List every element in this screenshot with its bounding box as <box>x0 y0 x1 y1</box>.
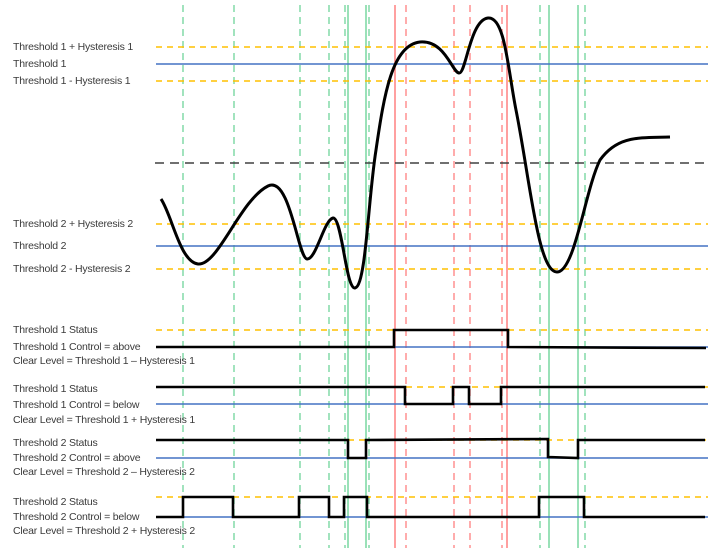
panel-1-status: Threshold 1 Status <box>13 324 98 336</box>
panel-4-lines <box>156 495 708 519</box>
panel-4-clear: Clear Level = Threshold 2 + Hysteresis 2 <box>13 525 196 537</box>
panel-1-control: Threshold 1 Control = above <box>13 341 141 353</box>
panel-4-control: Threshold 2 Control = below <box>13 511 140 523</box>
panel-3-control: Threshold 2 Control = above <box>13 452 141 464</box>
red-solid-markers <box>394 5 508 548</box>
label-t2: Threshold 2 <box>13 240 67 252</box>
panel-2-status: Threshold 1 Status <box>13 383 98 395</box>
label-t1: Threshold 1 <box>13 58 67 70</box>
signal-curve <box>159 16 671 290</box>
label-t1-plus-hysteresis: Threshold 1 + Hysteresis 1 <box>13 41 133 53</box>
panel-1-clear: Clear Level = Threshold 1 – Hysteresis 1 <box>13 355 195 367</box>
threshold-2-lines <box>156 223 708 270</box>
green-solid-markers <box>347 5 579 548</box>
green-dashed-markers <box>182 5 586 548</box>
panel-2-clear: Clear Level = Threshold 1 + Hysteresis 1 <box>13 414 196 426</box>
panel-3-lines <box>156 437 708 460</box>
panel-2-lines <box>156 385 708 406</box>
panel-1-lines <box>156 328 708 350</box>
panel-4-status: Threshold 2 Status <box>13 496 98 508</box>
label-t2-minus-hysteresis: Threshold 2 - Hysteresis 2 <box>13 263 131 275</box>
panel-3-clear: Clear Level = Threshold 2 – Hysteresis 2 <box>13 466 195 478</box>
label-t1-minus-hysteresis: Threshold 1 - Hysteresis 1 <box>13 75 131 87</box>
threshold-1-lines <box>156 46 708 82</box>
panel-2-control: Threshold 1 Control = below <box>13 399 140 411</box>
red-dashed-markers <box>405 5 503 548</box>
panel-3-status: Threshold 2 Status <box>13 437 98 449</box>
label-t2-plus-hysteresis: Threshold 2 + Hysteresis 2 <box>13 218 133 230</box>
